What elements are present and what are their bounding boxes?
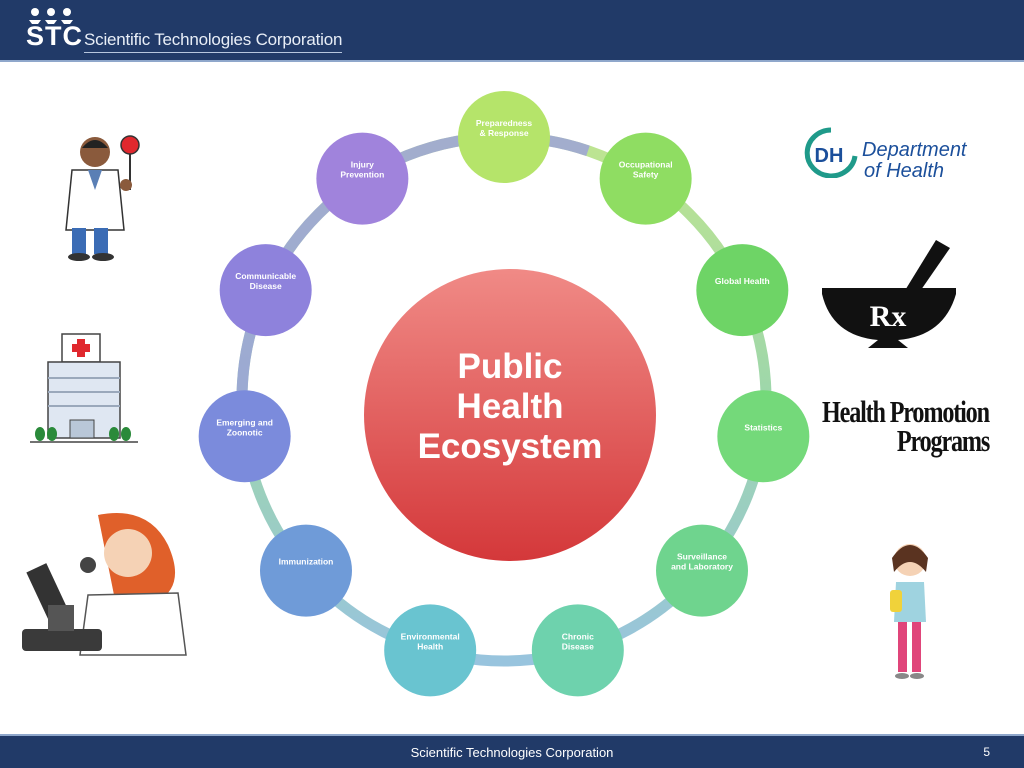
cycle-node-circle [531, 604, 624, 697]
cycle-node-circle [259, 524, 352, 617]
logo-abbreviation: STC [26, 21, 83, 51]
cycle-node-circle [696, 244, 789, 337]
footer-company-name: Scientific Technologies Corporation [410, 745, 614, 760]
hospital-clipart-icon [30, 333, 138, 443]
cycle-node-label: Immunization [279, 557, 334, 567]
department-of-health-logo: Department of Health [862, 140, 967, 182]
dh-line-1: Department [862, 139, 967, 161]
cycle-node-label: Preparedness& Response [476, 118, 532, 138]
slide-page-number: 5 [983, 745, 990, 759]
cycle-node-circle [219, 244, 312, 337]
dh-badge-icon: DH [804, 127, 858, 178]
girl-clipart-icon [890, 544, 928, 679]
health-promotion-programs-logo: Health Promotion Programs [822, 396, 990, 458]
footer-bar: Scientific Technologies Corporation 5 [0, 734, 1024, 768]
cycle-node: Immunization [259, 524, 352, 617]
cycle-node: Global Health [696, 244, 789, 337]
cycle-node-circle [717, 390, 810, 483]
cycle-node-label: Global Health [715, 276, 770, 286]
health-promotion-line-2: Programs [896, 423, 990, 458]
header-bar: STC Scientific Technologies Corporation [0, 0, 1024, 62]
cycle-node-label: Statistics [744, 422, 782, 432]
stc-figures-icon [29, 8, 73, 24]
cycle-node: Preparedness& Response [458, 91, 550, 183]
dh-badge-text: DH [815, 145, 844, 167]
cycle-node-circle [599, 132, 692, 225]
rx-mortar-pestle-icon: Rx [822, 240, 956, 348]
cycle-node-circle [384, 604, 477, 697]
cycle-node-circle [458, 91, 550, 183]
cycle-node: Statistics [717, 390, 810, 483]
rx-symbol-text: Rx [870, 300, 907, 333]
dh-line-2: of Health [864, 160, 945, 182]
cycle-node-circle [656, 524, 749, 617]
cycle-node-circle [198, 390, 291, 483]
scientist-microscope-clipart-icon [22, 513, 187, 656]
cycle-node-circle [316, 132, 409, 225]
doctor-clipart-icon [65, 135, 140, 261]
health-promotion-line-1: Health Promotion [822, 394, 990, 429]
logo-company-name: Scientific Technologies Corporation [84, 30, 342, 53]
center-circle [364, 269, 656, 561]
